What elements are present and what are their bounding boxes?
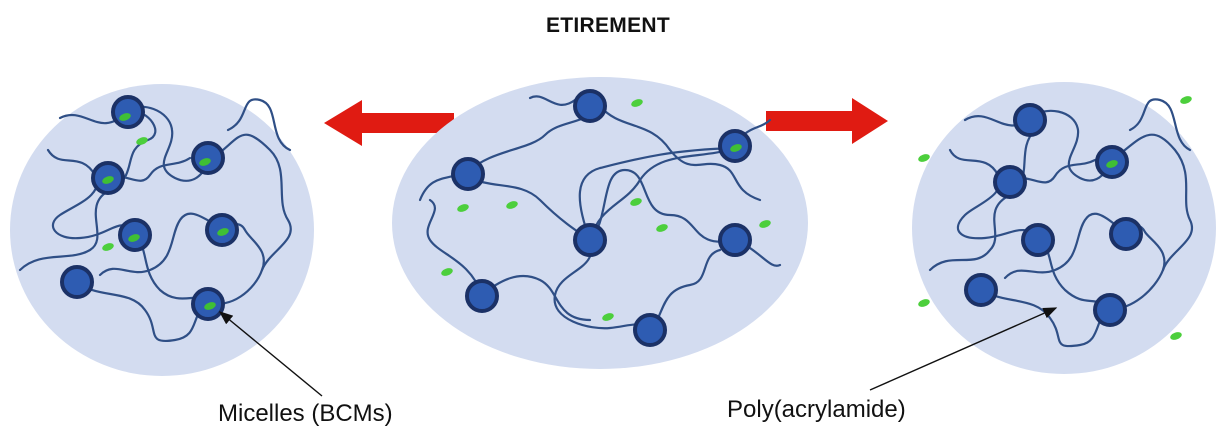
- left-micelles: [60, 95, 239, 321]
- right-gel: [912, 82, 1216, 374]
- micelles-pointer: [218, 311, 323, 397]
- micelle: [1021, 223, 1055, 257]
- micelle: [964, 273, 998, 307]
- arrow-left-icon: [324, 100, 454, 146]
- micelle: [451, 157, 485, 191]
- micelles-label: Micelles (BCMs): [218, 400, 393, 427]
- particle: [506, 201, 518, 209]
- micelle: [1095, 145, 1129, 179]
- particle: [602, 313, 614, 321]
- particle: [918, 299, 930, 307]
- particle: [1170, 332, 1182, 340]
- polymer-pointer: [869, 307, 1058, 391]
- center-polymer-chains: [418, 94, 782, 332]
- center-micelles: [451, 89, 752, 347]
- particle: [631, 99, 643, 107]
- micelle: [465, 279, 499, 313]
- particle: [457, 204, 469, 212]
- micelle: [573, 89, 607, 123]
- micelle: [191, 287, 225, 321]
- left-gel-body: [10, 84, 314, 376]
- micelle: [91, 161, 125, 195]
- micelle: [60, 265, 94, 299]
- left-polymer-chains: [18, 98, 292, 343]
- particle: [102, 243, 114, 251]
- micelle: [633, 313, 667, 347]
- micelle: [1109, 217, 1143, 251]
- particle: [441, 268, 453, 276]
- micelle: [718, 223, 752, 257]
- micelle: [118, 218, 152, 252]
- micelle: [191, 141, 225, 175]
- right-micelles: [964, 103, 1143, 327]
- particle: [759, 220, 771, 228]
- micelle: [718, 129, 752, 163]
- particle: [656, 224, 668, 232]
- particle: [918, 154, 930, 162]
- micelle: [1013, 103, 1047, 137]
- micelle: [573, 223, 607, 257]
- left-gel: [10, 84, 314, 376]
- micelle: [993, 165, 1027, 199]
- arrow-right-icon: [766, 98, 888, 144]
- particle: [1180, 96, 1192, 104]
- micelle: [205, 213, 239, 247]
- micelle: [1093, 293, 1127, 327]
- polymer-label: Poly(acrylamide): [727, 396, 906, 423]
- micelle: [111, 95, 145, 129]
- diagram-title: ETIREMENT: [545, 14, 671, 37]
- particle: [136, 137, 148, 145]
- particle: [630, 198, 642, 206]
- center-gel: [392, 77, 808, 369]
